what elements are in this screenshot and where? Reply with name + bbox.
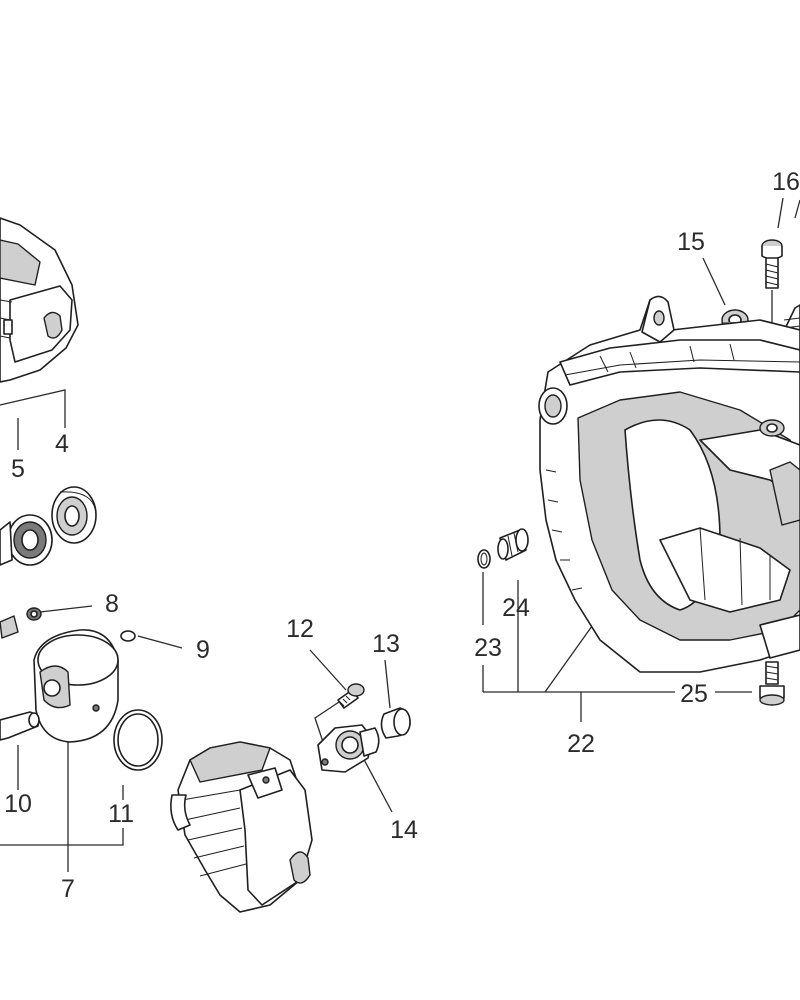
callout-16: 16	[772, 168, 800, 196]
callout-5: 5	[11, 455, 25, 483]
callout-15: 15	[677, 228, 705, 256]
piston-ring-11	[113, 709, 163, 771]
washer-8	[0, 607, 42, 639]
intake-flange-14	[317, 724, 380, 773]
bolt-25	[759, 661, 785, 706]
callout-22: 22	[567, 730, 595, 758]
o-ring-23	[477, 549, 491, 569]
plug-24	[497, 528, 529, 561]
sleeve-13	[380, 707, 411, 739]
cylinder-top-left	[0, 217, 79, 383]
callout-23: 23	[474, 634, 502, 662]
callout-10: 10	[4, 790, 32, 818]
bearing-4-seal	[51, 486, 97, 544]
callout-4: 4	[55, 430, 69, 458]
callout-labels: 4 5 7 8 9 10 11 12 13 14 15 16 22 23 24 …	[4, 168, 800, 903]
screw-12	[337, 683, 365, 709]
callout-11: 11	[108, 800, 134, 828]
callout-25: 25	[680, 680, 708, 708]
callout-12: 12	[286, 615, 314, 643]
piston-pin-10	[0, 711, 40, 741]
crankcase-22	[538, 295, 800, 673]
cylinder-center	[170, 741, 313, 913]
ring-9	[120, 630, 136, 642]
piston-7	[33, 629, 119, 743]
callout-13: 13	[372, 630, 400, 658]
callout-7: 7	[61, 875, 75, 903]
callout-9: 9	[196, 636, 210, 664]
callout-8: 8	[105, 590, 119, 618]
callout-14: 14	[390, 816, 418, 844]
bearing-5	[0, 514, 53, 566]
callout-24: 24	[502, 594, 530, 622]
